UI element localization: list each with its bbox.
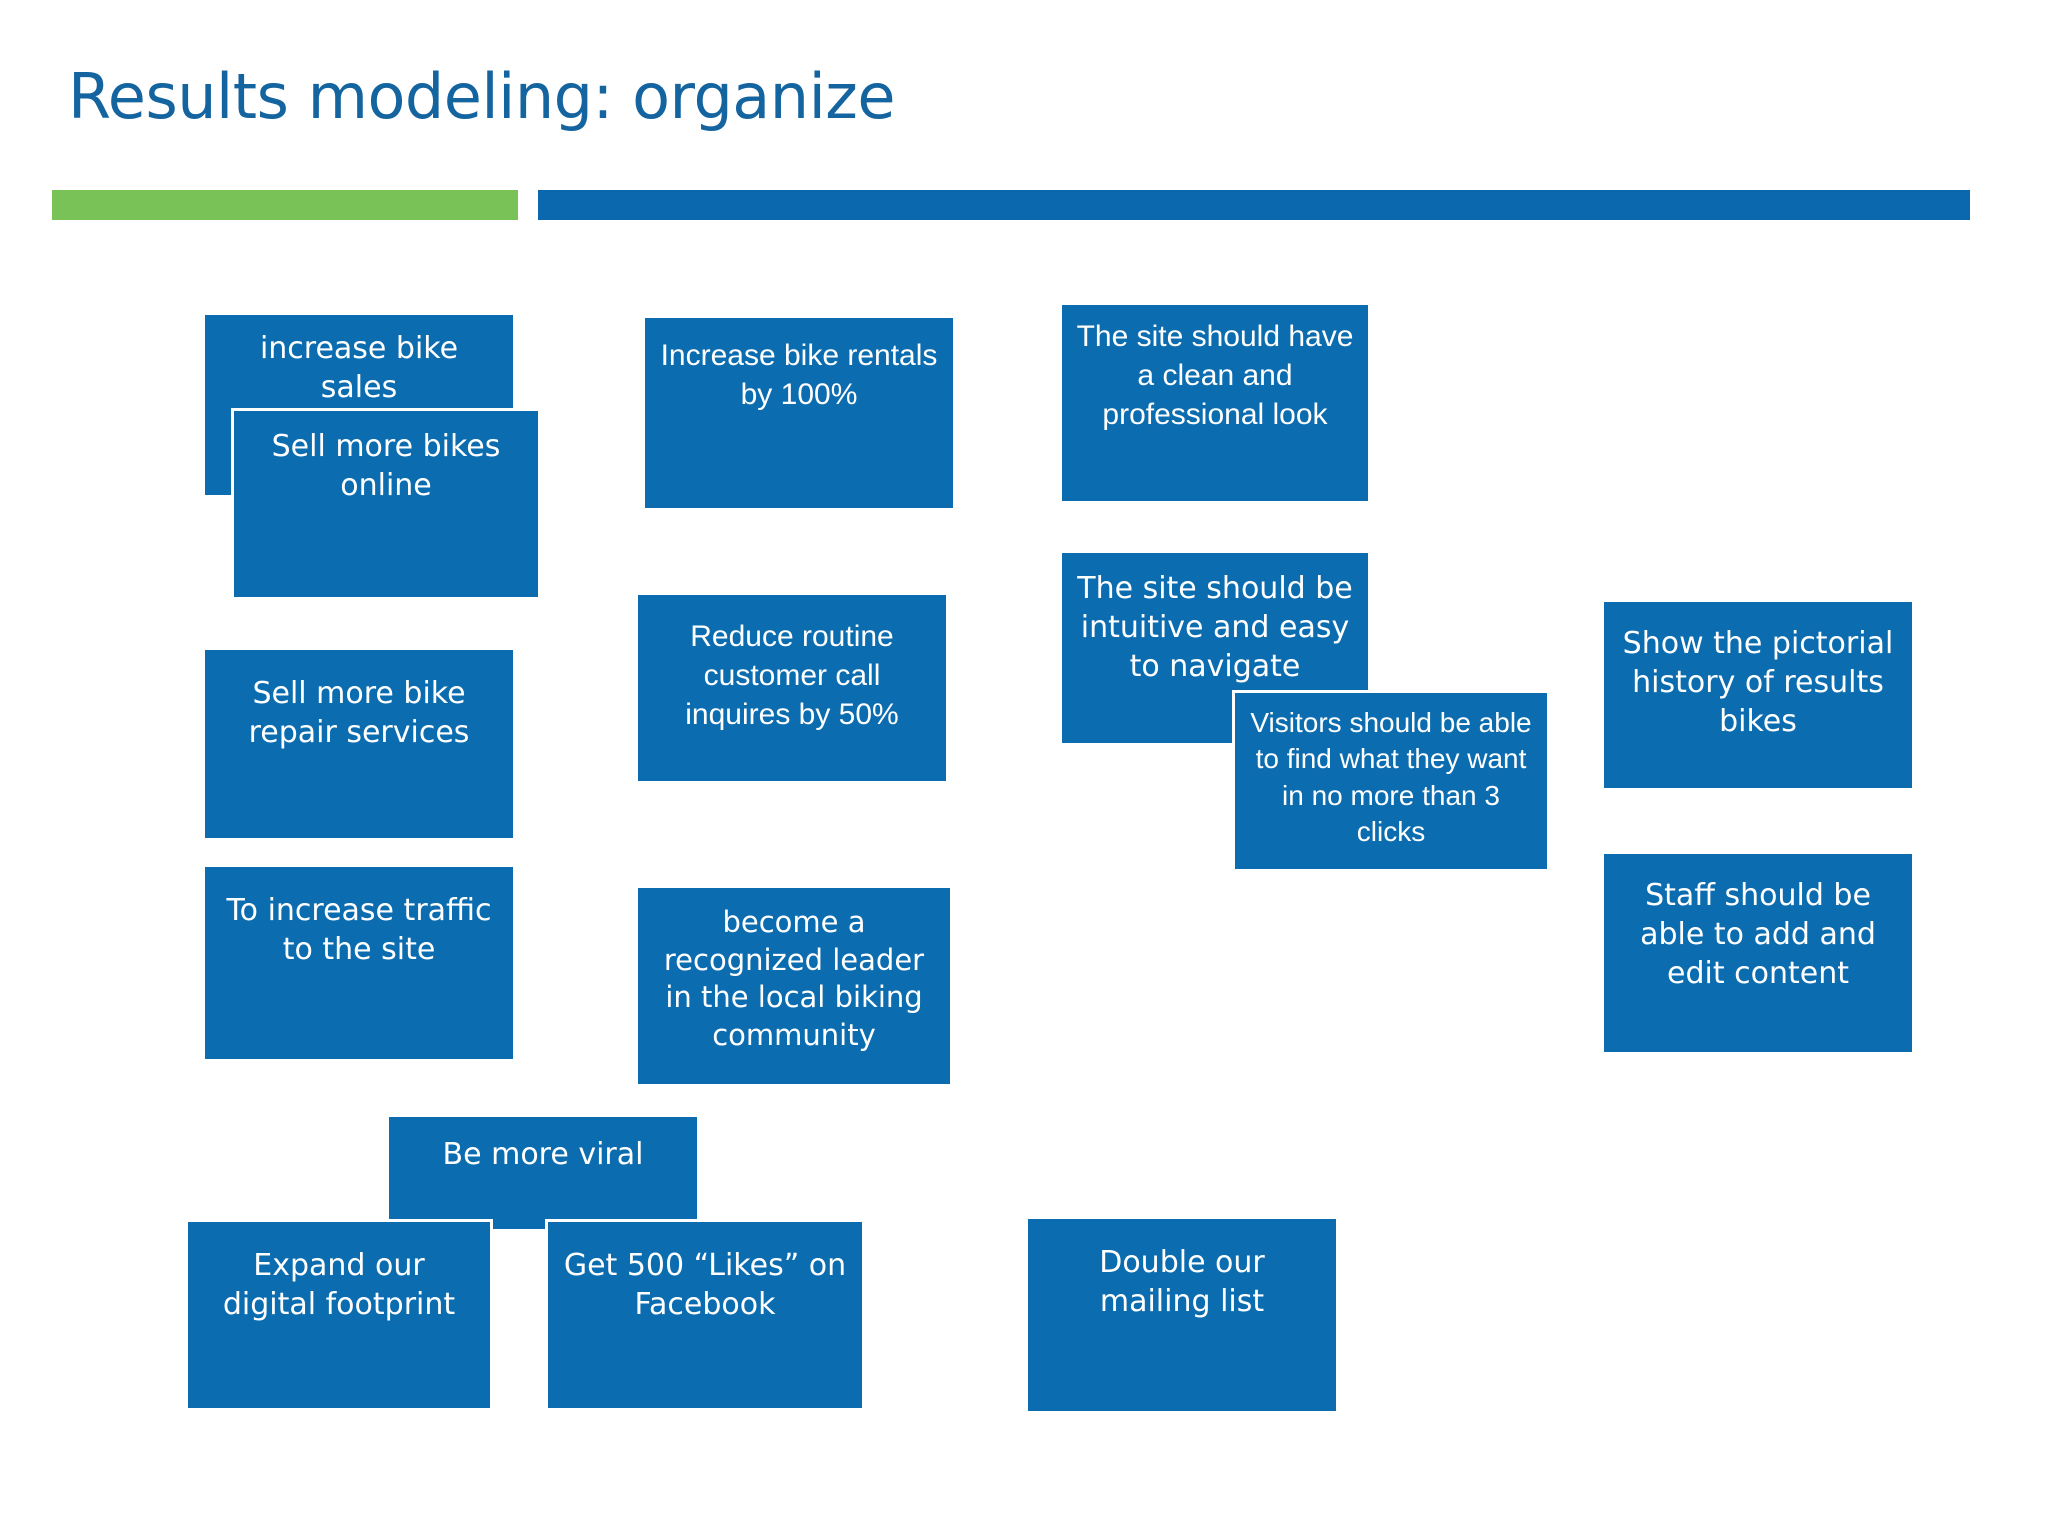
node-staff-add-and-edit-content[interactable]: Staff should be able to add and edit con… <box>1604 854 1912 1052</box>
node-reduce-routine-customer-calls[interactable]: Reduce routine customer call inquires by… <box>638 595 946 781</box>
node-become-recognized-leader[interactable]: become a recognized leader in the local … <box>638 888 950 1084</box>
node-increase-bike-rentals[interactable]: Increase bike rentals by 100% <box>645 318 953 508</box>
node-sell-more-bike-repair-services[interactable]: Sell more bike repair services <box>205 650 513 838</box>
node-get-500-likes-on-facebook[interactable]: Get 500 “Likes” on Facebook <box>545 1219 865 1411</box>
node-to-increase-traffic-to-the-site[interactable]: To increase traffic to the site <box>205 867 513 1059</box>
accent-rule-blue <box>538 190 1970 220</box>
node-visitors-find-in-three-clicks[interactable]: Visitors should be able to find what the… <box>1232 690 1550 872</box>
node-show-pictorial-history[interactable]: Show the pictorial history of results bi… <box>1604 602 1912 788</box>
node-sell-more-bikes-online[interactable]: Sell more bikes online <box>231 408 541 600</box>
node-be-more-viral[interactable]: Be more viral <box>389 1117 697 1229</box>
node-double-our-mailing-list[interactable]: Double our mailing list <box>1028 1219 1336 1411</box>
node-expand-digital-footprint[interactable]: Expand our digital footprint <box>185 1219 493 1411</box>
accent-rule-green <box>52 190 518 220</box>
page-title: Results modeling: organize <box>68 60 896 133</box>
node-site-clean-and-professional[interactable]: The site should have a clean and profess… <box>1062 305 1368 501</box>
